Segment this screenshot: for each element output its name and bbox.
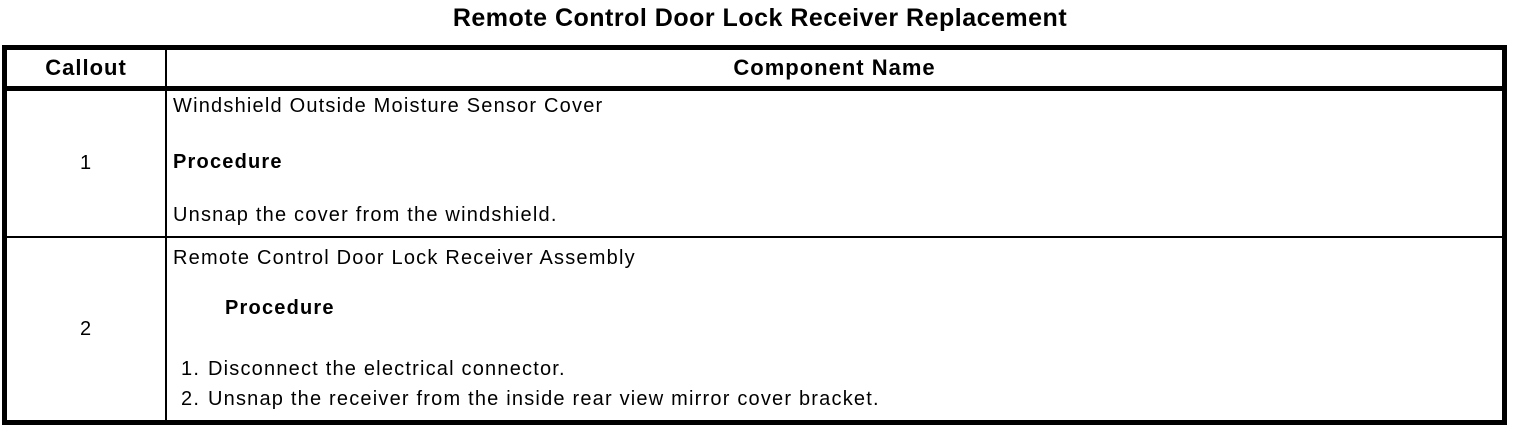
page-title: Remote Control Door Lock Receiver Replac… (452, 4, 1068, 32)
step-number: 2. (181, 388, 201, 410)
procedure-instruction: Unsnap the cover from the windshield. (173, 204, 558, 226)
component-table: Callout Component Name 1 Windshield Outs… (2, 45, 1507, 425)
table-row-2-component: Remote Control Door Lock Receiver Assemb… (167, 238, 1502, 420)
step-number: 1. (181, 358, 201, 380)
column-header-callout: Callout (7, 50, 167, 91)
procedure-heading: Procedure (173, 151, 283, 173)
procedure-heading: Procedure (225, 297, 335, 319)
procedure-step-list: 1. Disconnect the electrical connector. … (173, 354, 1494, 414)
step-text: Disconnect the electrical connector. (208, 358, 566, 380)
component-name-text: Windshield Outside Moisture Sensor Cover (173, 95, 604, 117)
table-row-1-callout: 1 (7, 91, 167, 238)
component-name-text: Remote Control Door Lock Receiver Assemb… (173, 247, 636, 269)
column-header-component-name: Component Name (167, 50, 1502, 91)
table-row-1-component: Windshield Outside Moisture Sensor Cover… (167, 91, 1502, 238)
table-row-2-callout: 2 (7, 238, 167, 420)
step-text: Unsnap the receiver from the inside rear… (208, 388, 880, 410)
procedure-step: 1. Disconnect the electrical connector. (173, 354, 1494, 384)
procedure-step: 2. Unsnap the receiver from the inside r… (173, 384, 1494, 414)
